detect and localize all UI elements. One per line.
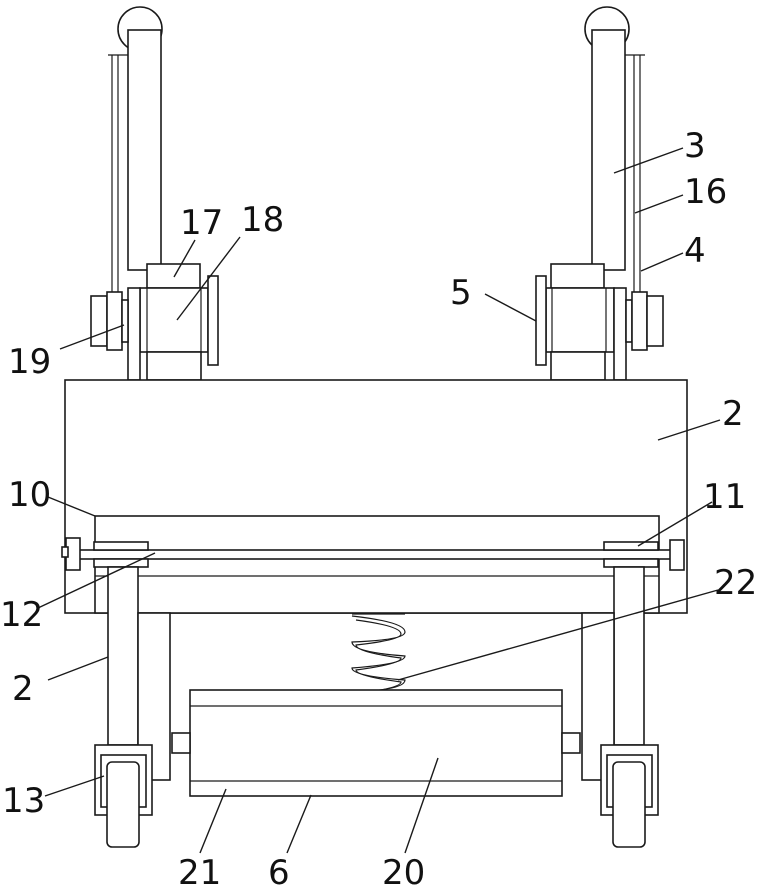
label-16: 16 <box>684 172 727 212</box>
label-5: 5 <box>450 273 472 313</box>
left-block-18 <box>140 288 208 352</box>
left-upright-assembly <box>91 7 218 380</box>
label-4: 4 <box>684 231 706 271</box>
right-leg <box>614 567 644 745</box>
left-motor-19 <box>91 296 107 346</box>
left-side-plate <box>208 276 218 365</box>
left-slider <box>128 288 140 380</box>
label-18: 18 <box>241 200 284 240</box>
inner-box-10 <box>95 516 659 613</box>
spring-22 <box>350 614 406 702</box>
label-19: 19 <box>8 342 51 382</box>
label-21: 21 <box>178 853 221 892</box>
right-motor <box>647 296 663 346</box>
label-17: 17 <box>180 203 223 243</box>
label-12: 12 <box>0 595 43 635</box>
left-motor-flange <box>107 292 122 350</box>
lead-screw-12 <box>70 550 682 559</box>
left-block-base <box>147 352 201 380</box>
left-caster-13 <box>95 745 152 847</box>
label-13: 13 <box>2 781 45 821</box>
left-column <box>128 30 161 270</box>
label-11: 11 <box>703 477 746 517</box>
left-block-17 <box>147 264 200 288</box>
right-block-base <box>551 352 605 380</box>
right-block-top <box>551 264 604 288</box>
right-connector <box>562 733 580 753</box>
right-block <box>546 288 614 352</box>
label-2-right: 2 <box>722 394 744 434</box>
left-connector <box>172 733 190 753</box>
right-column-3 <box>592 30 625 270</box>
left-leg-2 <box>108 567 138 745</box>
nut-block-left <box>94 542 148 550</box>
right-caster <box>601 745 658 847</box>
right-side-plate-5 <box>536 276 546 365</box>
right-upright-assembly <box>536 7 663 380</box>
left-wheel <box>107 762 139 847</box>
nut-block-11 <box>604 542 658 550</box>
label-2-left: 2 <box>12 669 34 709</box>
right-wheel <box>613 762 645 847</box>
label-3: 3 <box>684 126 706 166</box>
right-motor-flange <box>632 292 647 350</box>
bottom-box-20 <box>172 690 580 796</box>
main-body <box>62 380 687 613</box>
label-20: 20 <box>382 853 425 892</box>
screw-cap-right <box>670 540 684 570</box>
label-6: 6 <box>268 853 290 892</box>
right-slider <box>614 288 626 380</box>
label-10: 10 <box>8 475 51 515</box>
label-22: 22 <box>714 563 757 603</box>
